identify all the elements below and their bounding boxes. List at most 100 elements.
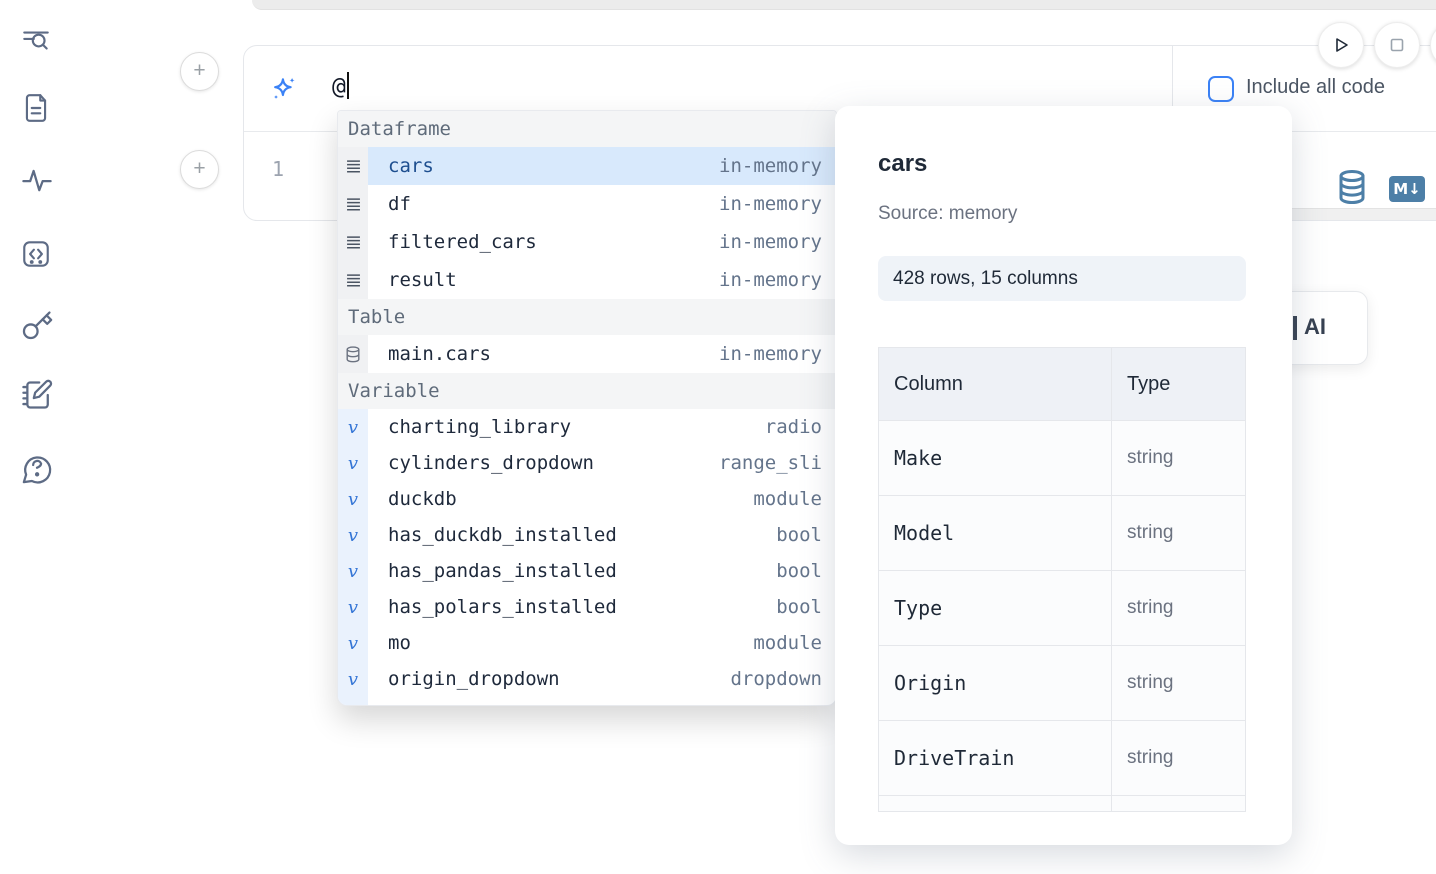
database-icon xyxy=(338,335,368,373)
autocomplete-item-origin-dropdown[interactable]: v origin_dropdown dropdown xyxy=(338,661,836,697)
add-cell-button[interactable]: + xyxy=(180,150,219,189)
variable-icon: v xyxy=(347,632,359,654)
item-type: in-memory xyxy=(719,343,822,365)
column-type: string xyxy=(1127,522,1174,543)
item-name: has_duckdb_installed xyxy=(388,524,617,546)
column-name: DriveTrain xyxy=(894,746,1015,770)
variable-icon: v xyxy=(347,524,359,546)
ai-button-label: AI xyxy=(1304,314,1326,339)
table-row: Make string xyxy=(879,421,1245,496)
scratchpad-icon[interactable] xyxy=(20,378,53,410)
item-type: module xyxy=(753,488,822,510)
item-type: dropdown xyxy=(730,668,822,690)
code-editor[interactable]: 1 M↓ xyxy=(244,132,1436,209)
column-type: string xyxy=(1127,672,1174,693)
item-name: has_pandas_installed xyxy=(388,560,617,582)
stop-icon xyxy=(1390,38,1404,52)
table-header-row: Column Type xyxy=(879,348,1245,421)
item-name: pandas xyxy=(388,704,457,705)
item-type: in-memory xyxy=(719,155,822,177)
file-icon[interactable] xyxy=(20,92,52,124)
dataframe-preview-panel: cars Source: memory 428 rows, 15 columns… xyxy=(835,106,1292,845)
dataframe-icon xyxy=(338,185,368,223)
schema-table: Column Type Make string Model string Typ… xyxy=(878,347,1246,812)
item-name: filtered_cars xyxy=(388,231,537,253)
dataframe-icon xyxy=(338,261,368,299)
prompt-value: @ xyxy=(332,74,346,100)
type-header: Type xyxy=(1127,372,1171,395)
section-header-dataframe: Dataframe xyxy=(338,111,836,147)
column-name: Make xyxy=(894,446,943,470)
markdown-icon[interactable]: M↓ xyxy=(1389,176,1425,202)
divider xyxy=(1172,46,1173,131)
line-number: 1 xyxy=(272,157,285,181)
item-name: origin_dropdown xyxy=(388,668,560,690)
toc-search-icon[interactable] xyxy=(20,24,52,56)
item-name: result xyxy=(388,269,457,291)
run-cell-button[interactable] xyxy=(1318,22,1364,68)
column-name: Type xyxy=(894,596,943,620)
key-icon[interactable] xyxy=(20,308,53,340)
autocomplete-item-result[interactable]: result in-memory xyxy=(338,261,836,299)
column-name: Model xyxy=(894,521,955,545)
column-header: Column xyxy=(894,372,963,395)
item-type: bool xyxy=(776,560,822,582)
item-name: has_polars_installed xyxy=(388,596,617,618)
item-type: in-memory xyxy=(719,193,822,215)
item-name: charting_library xyxy=(388,416,572,438)
section-header-variable: Variable xyxy=(338,373,836,409)
variable-icon: v xyxy=(348,705,358,706)
help-icon[interactable] xyxy=(20,452,52,484)
include-all-code-checkbox[interactable] xyxy=(1208,76,1234,102)
autocomplete-item-has-duckdb-installed[interactable]: v has_duckdb_installed bool xyxy=(338,517,836,553)
activity-icon[interactable] xyxy=(20,163,52,195)
item-name: cylinders_dropdown xyxy=(388,452,594,474)
dataframe-icon xyxy=(338,223,368,261)
previous-cell-bottom-edge xyxy=(252,0,1436,10)
item-name: main.cars xyxy=(388,343,491,365)
table-row-partial xyxy=(879,796,1245,811)
stop-button[interactable] xyxy=(1374,22,1420,68)
column-type: string xyxy=(1127,747,1174,768)
include-all-code-label: Include all code xyxy=(1246,76,1385,98)
panel-title: cars xyxy=(878,150,928,177)
shape-badge: 428 rows, 15 columns xyxy=(878,256,1246,301)
table-row: Origin string xyxy=(879,646,1245,721)
text-caret xyxy=(346,72,349,99)
clipped-icon xyxy=(1293,316,1297,340)
item-name: duckdb xyxy=(388,488,457,510)
column-name: Origin xyxy=(894,671,967,695)
variable-icon: v xyxy=(347,668,359,690)
item-type: in-memory xyxy=(719,269,822,291)
variable-icon: v xyxy=(347,596,359,618)
table-row: Model string xyxy=(879,496,1245,571)
sparkles-icon xyxy=(270,75,298,103)
item-type: bool xyxy=(776,596,822,618)
database-icon[interactable] xyxy=(1337,169,1367,205)
autocomplete-item-partial[interactable]: v pandas module xyxy=(338,697,836,706)
dataframe-icon xyxy=(338,147,368,185)
variable-icon: v xyxy=(347,416,359,438)
item-name: mo xyxy=(388,632,411,654)
panel-source: Source: memory xyxy=(878,203,1018,224)
autocomplete-item-has-polars-installed[interactable]: v has_polars_installed bool xyxy=(338,589,836,625)
item-type: bool xyxy=(776,524,822,546)
item-type: module xyxy=(753,704,822,705)
table-row: Type string xyxy=(879,571,1245,646)
column-type: string xyxy=(1127,597,1174,618)
column-type: string xyxy=(1127,447,1174,468)
ai-prompt-input[interactable]: @ xyxy=(332,72,349,100)
add-cell-button[interactable]: + xyxy=(180,52,219,91)
snippets-icon[interactable] xyxy=(20,238,52,270)
autocomplete-item-main-cars[interactable]: main.cars in-memory xyxy=(338,335,836,373)
